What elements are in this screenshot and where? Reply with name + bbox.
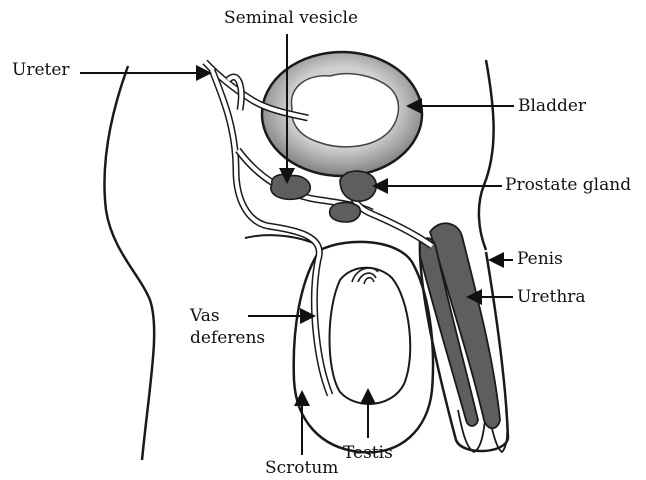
seminal-vesicle-shape: [271, 174, 310, 199]
cowpers-gland-shape: [330, 203, 361, 222]
label-vas-deferens: Vas deferens: [190, 305, 265, 349]
label-urethra: Urethra: [517, 287, 586, 307]
label-bladder: Bladder: [518, 96, 586, 116]
bladder-lumen: [291, 74, 398, 147]
label-vas-deferens-line1: Vas: [190, 305, 265, 327]
label-seminal-vesicle: Seminal vesicle: [224, 8, 358, 28]
body-outline-back: [104, 66, 154, 460]
testis-shape: [330, 268, 411, 404]
label-testis: Testis: [343, 443, 393, 463]
body-outline-front: [479, 60, 494, 250]
prostate-gland-shape: [340, 171, 376, 201]
label-scrotum: Scrotum: [265, 458, 338, 478]
label-penis: Penis: [517, 249, 563, 269]
label-vas-deferens-line2: deferens: [190, 327, 265, 349]
label-prostate-gland: Prostate gland: [505, 175, 631, 195]
label-ureter: Ureter: [12, 60, 70, 80]
